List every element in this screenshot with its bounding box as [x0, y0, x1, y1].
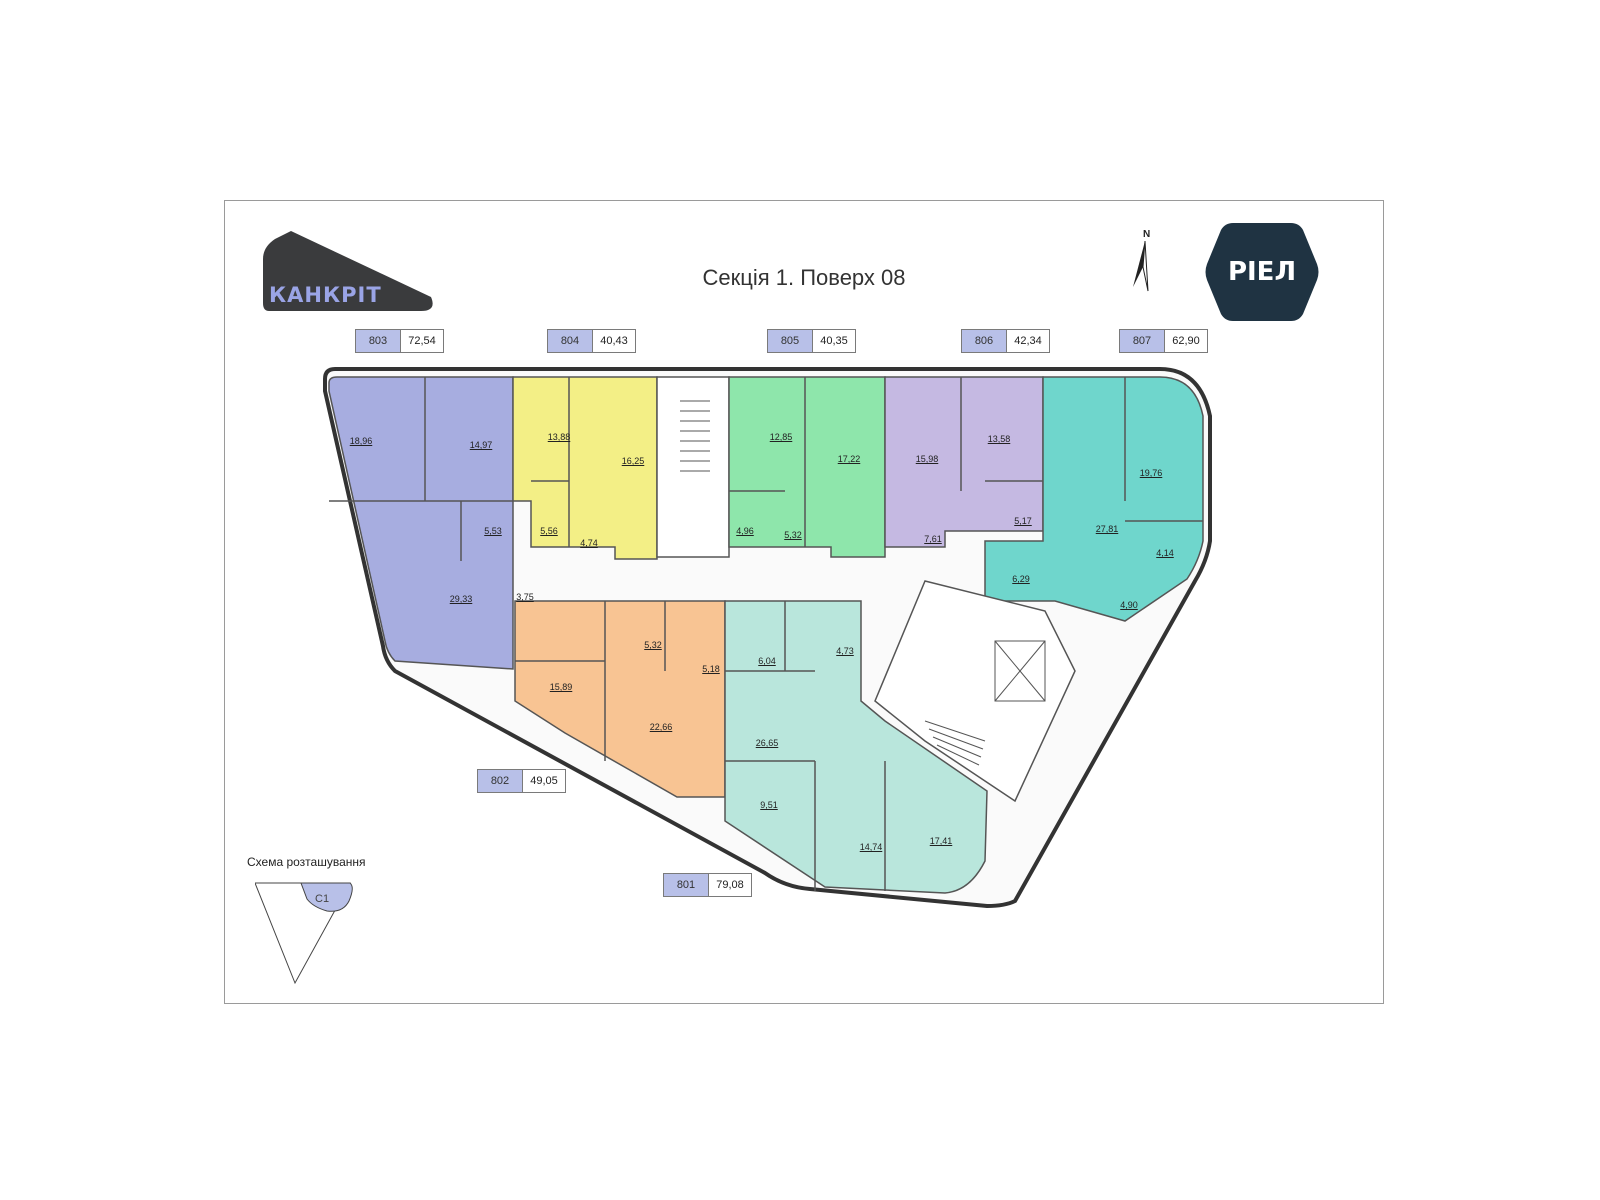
- room-area: 17,22: [837, 454, 861, 464]
- room-area: 12,85: [769, 432, 793, 442]
- apartment-number: 805: [768, 330, 813, 352]
- room-area: 4,96: [736, 526, 754, 536]
- apartment-number: 803: [356, 330, 401, 352]
- apartment-tag-807[interactable]: 807 62,90: [1119, 329, 1208, 353]
- room-area: 7,61: [924, 534, 942, 544]
- apartment-area: 42,34: [1014, 335, 1042, 347]
- room-area: 5,32: [644, 640, 662, 650]
- room-area: 14,97: [469, 440, 493, 450]
- room-area: 3,75: [516, 592, 534, 602]
- room-area: 16,25: [621, 456, 645, 466]
- floor-plan-sheet: КАНКРІТ Секція 1. Поверх 08 N РІЕЛ: [224, 200, 1384, 1004]
- apartment-tag-806[interactable]: 806 42,34: [961, 329, 1050, 353]
- apartment-tag-803[interactable]: 803 72,54: [355, 329, 444, 353]
- apartment-number: 806: [962, 330, 1007, 352]
- scheme-title: Схема розташування: [247, 855, 366, 869]
- room-area: 9,51: [760, 800, 778, 810]
- room-area: 19,76: [1139, 468, 1163, 478]
- kankrit-logo: КАНКРІТ: [261, 225, 437, 315]
- room-area: 29,33: [449, 594, 473, 604]
- north-arrow-icon: N: [1121, 229, 1161, 293]
- room-area: 13,88: [547, 432, 571, 442]
- room-area: 13,58: [987, 434, 1011, 444]
- location-scheme: C1: [254, 873, 375, 989]
- apartment-area: 49,05: [530, 775, 558, 787]
- room-area: 22,66: [649, 722, 673, 732]
- room-area: 5,32: [784, 530, 802, 540]
- apartment-tag-802[interactable]: 802 49,05: [477, 769, 566, 793]
- room-area: 27,81: [1095, 524, 1119, 534]
- room-area: 15,89: [549, 682, 573, 692]
- apartment-area: 79,08: [716, 879, 744, 891]
- room-area: 17,41: [929, 836, 953, 846]
- page-title: Секція 1. Поверх 08: [702, 265, 906, 290]
- room-area: 4,14: [1156, 548, 1174, 558]
- apartment-number: 807: [1120, 330, 1165, 352]
- kankrit-logo-text: КАНКРІТ: [269, 283, 382, 307]
- room-area: 4,73: [836, 646, 854, 656]
- riel-logo: РІЕЛ: [1203, 219, 1321, 325]
- room-area: 5,53: [484, 526, 502, 536]
- riel-logo-text: РІЕЛ: [1227, 257, 1297, 287]
- room-area: 18,96: [349, 436, 373, 446]
- apartment-area: 40,43: [600, 335, 628, 347]
- room-area: 4,74: [580, 538, 598, 548]
- room-area: 5,17: [1014, 516, 1032, 526]
- apartment-area: 62,90: [1172, 335, 1200, 347]
- apartment-area: 72,54: [408, 335, 436, 347]
- room-area: 26,65: [755, 738, 779, 748]
- apartment-area: 40,35: [820, 335, 848, 347]
- room-area: 6,04: [758, 656, 776, 666]
- room-area: 15,98: [915, 454, 939, 464]
- room-area: 5,18: [702, 664, 720, 674]
- room-area: 4,90: [1120, 600, 1138, 610]
- apartment-number: 802: [478, 770, 523, 792]
- apartment-number: 801: [664, 874, 709, 896]
- apartment-tag-801[interactable]: 801 79,08: [663, 873, 752, 897]
- room-area: 5,56: [540, 526, 558, 536]
- apartment-tag-804[interactable]: 804 40,43: [547, 329, 636, 353]
- room-area: 14,74: [859, 842, 883, 852]
- scheme-label: C1: [315, 893, 330, 905]
- room-area: 6,29: [1012, 574, 1030, 584]
- apartment-number: 804: [548, 330, 593, 352]
- apartment-tag-805[interactable]: 805 40,35: [767, 329, 856, 353]
- floor-plan: [323, 367, 1212, 909]
